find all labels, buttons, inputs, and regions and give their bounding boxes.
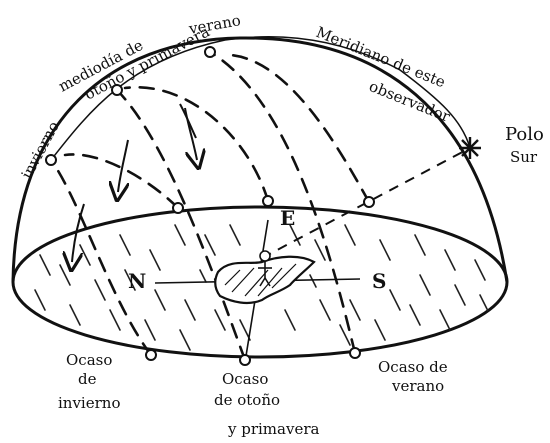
equinox-sun-path <box>115 88 247 362</box>
winter-arc-back <box>63 153 180 210</box>
sunset-summer-label-line1: Ocaso de <box>378 358 448 376</box>
sun-paths <box>49 50 371 362</box>
south-pole-label-line2: Sur <box>510 148 538 166</box>
ground-hatching <box>34 224 491 351</box>
summer-arc-back <box>228 53 371 204</box>
summer-rise-marker <box>363 196 375 208</box>
arrow-winter <box>72 203 85 262</box>
equinox-sunset-marker <box>239 354 251 366</box>
sunset-summer-label-line2: verano <box>391 377 444 395</box>
sunset-equinox-label-line1: Ocaso <box>222 370 268 388</box>
summer-noon-marker <box>204 46 216 58</box>
sunset-winter-label-line1: Ocaso <box>66 351 112 369</box>
north-label: N <box>128 269 146 293</box>
winter-noon-marker <box>45 154 57 166</box>
sun-position-markers <box>45 46 375 366</box>
arrow-summer-1 <box>184 107 197 160</box>
observer-meridian <box>50 36 471 161</box>
arrow-equinox <box>118 139 128 192</box>
south-pole-star <box>459 137 481 159</box>
summer-sunset-marker <box>349 347 361 359</box>
equinox-noon-marker <box>111 84 123 96</box>
sunset-equinox-label-line2: de otoño <box>214 391 280 409</box>
sunset-winter-label-line3: invierno <box>58 394 120 412</box>
horizon-plane <box>11 205 509 359</box>
observer-figure <box>258 250 272 287</box>
east-label: E <box>280 206 295 230</box>
equinox-arc-back <box>123 85 270 203</box>
winter-label: invierno <box>18 118 63 182</box>
south-label: S <box>372 269 386 293</box>
arrow-summer-2 <box>179 103 197 139</box>
sunset-winter-label-line2: de <box>78 370 97 388</box>
winter-rise-marker <box>172 202 184 214</box>
winter-sun-path <box>49 158 153 357</box>
south-pole-label-line1: Polo <box>505 124 544 145</box>
equinox-rise-marker <box>262 195 274 207</box>
sunset-equinox-label-line3: y primavera <box>227 420 320 438</box>
summer-sun-path <box>208 50 357 355</box>
motion-arrows <box>72 103 197 262</box>
winter-sunset-marker <box>145 349 157 361</box>
land-hatching <box>224 263 297 297</box>
summer-label: verano <box>187 11 242 38</box>
